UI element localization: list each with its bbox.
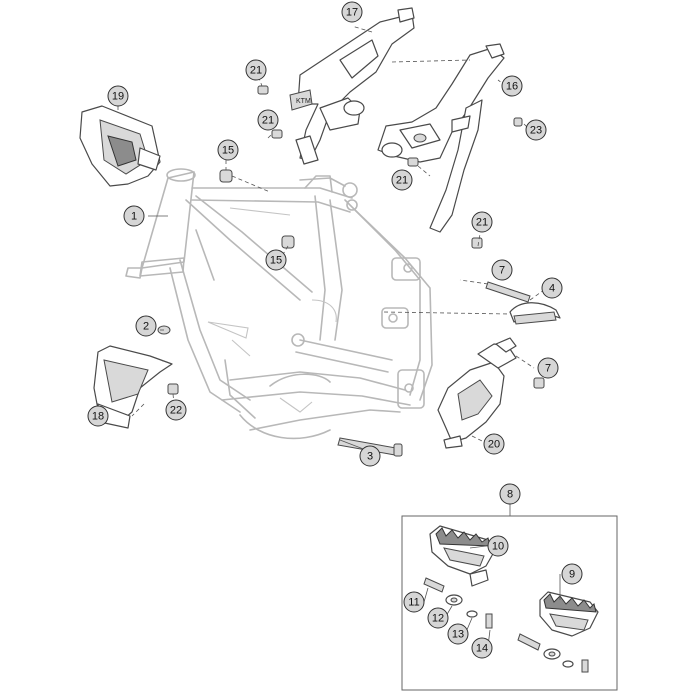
callout-20: 20 — [483, 433, 505, 455]
callout-number: 20 — [488, 439, 500, 451]
callout-13: 13 — [447, 623, 469, 645]
subframe-right — [377, 43, 505, 233]
callout-number: 11 — [408, 597, 419, 609]
callout-15b: 15 — [265, 249, 287, 271]
callout-group: 1234778910111213141515161718192021212121… — [87, 1, 583, 659]
callout-circle — [499, 483, 521, 505]
callout-circle — [447, 623, 469, 645]
callout-circle — [561, 563, 583, 585]
callout-21d: 21 — [471, 211, 493, 233]
callout-17: 17 — [341, 1, 363, 23]
callout-circle — [107, 85, 129, 107]
callout-3: 3 — [359, 445, 381, 467]
callout-21c: 21 — [391, 169, 413, 191]
callout-circle — [217, 139, 239, 161]
callout-number: 15 — [270, 255, 282, 267]
chain-guide-part — [509, 302, 561, 325]
callout-circle — [87, 405, 109, 427]
callout-2: 2 — [135, 315, 157, 337]
callout-7b: 7 — [537, 357, 559, 379]
callout-number: 13 — [452, 629, 464, 641]
callout-circle — [135, 315, 157, 337]
callout-number: 7 — [499, 265, 505, 277]
callout-11: 11 — [403, 591, 425, 613]
callout-4: 4 — [541, 277, 563, 299]
callout-1: 1 — [123, 205, 145, 227]
footpeg-kit-box — [401, 515, 618, 691]
main-frame — [125, 168, 433, 440]
callout-circle — [537, 357, 559, 379]
callout-21b: 21 — [257, 109, 279, 131]
callout-number: 22 — [170, 405, 182, 417]
subframe-left: KTM — [289, 7, 415, 165]
skid-bracket-part — [93, 345, 173, 429]
callout-number: 21 — [476, 217, 488, 229]
callout-number: 4 — [549, 283, 555, 295]
callout-22: 22 — [165, 399, 187, 421]
callout-circle — [483, 433, 505, 455]
callout-circle — [501, 75, 523, 97]
callout-circle — [427, 607, 449, 629]
callout-15a: 15 — [217, 139, 239, 161]
callout-number: 23 — [530, 125, 542, 137]
callout-circle — [341, 1, 363, 23]
callout-circle — [403, 591, 425, 613]
callout-circle — [257, 109, 279, 131]
callout-8: 8 — [499, 483, 521, 505]
callout-number: 10 — [492, 541, 504, 553]
callout-number: 21 — [396, 175, 408, 187]
callout-10: 10 — [487, 535, 509, 557]
callout-19: 19 — [107, 85, 129, 107]
callout-21a: 21 — [245, 59, 267, 81]
callout-circle — [265, 249, 287, 271]
callout-circle — [525, 119, 547, 141]
callout-number: 1 — [131, 211, 137, 223]
callout-number: 18 — [92, 411, 104, 423]
callout-number: 17 — [346, 7, 358, 19]
callout-circle — [391, 169, 413, 191]
callout-7a: 7 — [491, 259, 513, 281]
footpeg-upper-part — [429, 525, 495, 587]
callout-circle — [471, 637, 493, 659]
callout-circle — [541, 277, 563, 299]
callout-number: 14 — [476, 643, 488, 655]
callout-number: 7 — [545, 363, 551, 375]
callout-number: 19 — [112, 91, 124, 103]
callout-23: 23 — [525, 119, 547, 141]
callout-circle — [123, 205, 145, 227]
sprocket-guard-part — [437, 337, 517, 449]
callout-circle — [359, 445, 381, 467]
callout-9: 9 — [561, 563, 583, 585]
callout-number: 15 — [222, 145, 234, 157]
footpeg-lower-part — [539, 591, 599, 637]
callout-circle — [165, 399, 187, 421]
callout-circle — [245, 59, 267, 81]
number-plate-part — [79, 105, 161, 187]
callout-circle — [491, 259, 513, 281]
callout-18: 18 — [87, 405, 109, 427]
callout-number: 9 — [569, 569, 575, 581]
callout-circle — [487, 535, 509, 557]
logo-mark: KTM — [296, 98, 311, 105]
callout-number: 2 — [143, 321, 149, 333]
callout-number: 21 — [262, 115, 274, 127]
callout-12: 12 — [427, 607, 449, 629]
callout-number: 8 — [507, 489, 513, 501]
callout-number: 16 — [506, 81, 518, 93]
callout-circle — [471, 211, 493, 233]
callout-14: 14 — [471, 637, 493, 659]
callout-number: 12 — [432, 613, 444, 625]
callout-16: 16 — [501, 75, 523, 97]
callout-number: 3 — [367, 451, 373, 463]
callout-number: 21 — [250, 65, 262, 77]
footpeg-hardware — [423, 577, 589, 673]
